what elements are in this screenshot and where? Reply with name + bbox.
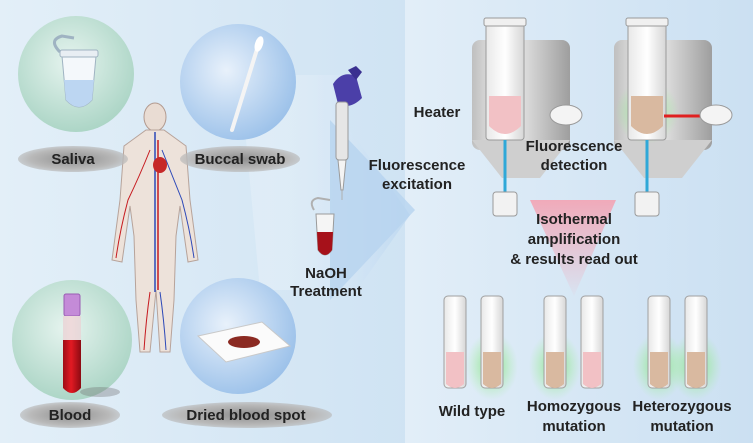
- wild-type-tubes: [443, 295, 518, 400]
- process-label-1: Isothermal: [536, 211, 612, 228]
- dried-blood-spot-label: Dried blood spot: [186, 407, 306, 424]
- label-pill-saliva: [18, 146, 128, 172]
- human-circulatory-figure: [111, 102, 199, 353]
- blood-label: Blood: [48, 407, 92, 424]
- fluorescence-excitation-label-2: excitation: [381, 176, 453, 193]
- label-pill-dried-blood-spot: [162, 402, 332, 428]
- buccal-swab-illustration: [180, 24, 296, 140]
- heterozygous-label-2: mutation: [650, 418, 714, 435]
- flow-arrow-head: [330, 120, 415, 300]
- heater-label: Heater: [413, 104, 461, 121]
- fluorescence-excitation-label-1: Fluorescence: [368, 157, 466, 174]
- process-label-3: & results read out: [510, 251, 638, 268]
- process-arrow: [530, 200, 616, 296]
- naoh-tube-illustration: [310, 196, 335, 256]
- heterozygous-tubes: [633, 295, 722, 400]
- blood-illustration: [12, 280, 132, 400]
- dried-blood-spot-illustration: [180, 278, 296, 394]
- heater-device-left: [472, 17, 583, 217]
- label-pill-buccal-swab: [180, 146, 300, 172]
- result-tubes: [443, 295, 722, 400]
- homozygous-tubes: [529, 295, 604, 400]
- heterozygous-label-1: Heterozygous: [632, 398, 732, 415]
- homozygous-label-2: mutation: [542, 418, 606, 435]
- saliva-label: Saliva: [51, 151, 95, 168]
- saliva-illustration: [18, 16, 134, 132]
- wild-type-label: Wild type: [438, 403, 506, 420]
- heater-device-right: [614, 17, 733, 217]
- naoh-label: NaOH: [305, 265, 347, 282]
- pipette-illustration: [333, 66, 362, 200]
- fluorescence-detection-label-1: Fluorescence: [525, 138, 623, 155]
- fluorescence-detection-label-2: detection: [540, 157, 608, 174]
- homozygous-label-1: Homozygous: [526, 398, 622, 415]
- treatment-label: Treatment: [290, 283, 362, 300]
- buccal-swab-label: Buccal swab: [194, 151, 286, 168]
- process-label-2: amplification: [527, 231, 621, 248]
- label-pill-blood: [20, 402, 120, 428]
